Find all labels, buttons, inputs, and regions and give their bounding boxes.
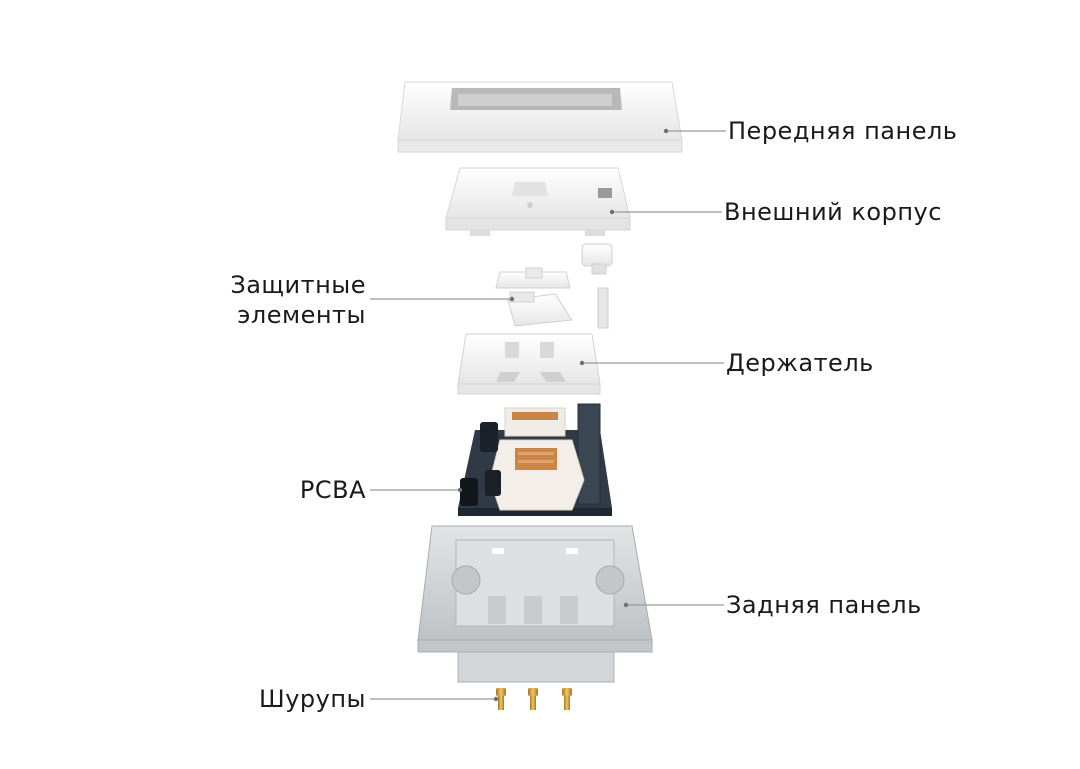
label-protective-line1: Защитные <box>230 271 366 299</box>
label-back-panel: Задняя панель <box>726 591 922 619</box>
back-panel-part <box>417 525 653 683</box>
front-panel-part <box>397 81 683 153</box>
screw <box>496 688 506 710</box>
screws-part <box>496 688 572 710</box>
label-screws: Шурупы <box>259 685 366 713</box>
protective-elements-part <box>495 267 573 327</box>
label-protective-line2: элементы <box>237 301 366 329</box>
label-holder: Держатель <box>726 349 874 377</box>
screw <box>528 688 538 710</box>
pcba-part <box>458 403 612 516</box>
holder-part <box>457 333 601 395</box>
label-outer-case: Внешний корпус <box>724 198 942 226</box>
label-pcba: PCBA <box>299 476 366 504</box>
screw <box>562 688 572 710</box>
label-front-panel: Передняя панель <box>728 117 958 145</box>
side-clip-part <box>581 243 613 329</box>
outer-case-part <box>445 167 631 236</box>
leader-lines <box>370 128 726 702</box>
